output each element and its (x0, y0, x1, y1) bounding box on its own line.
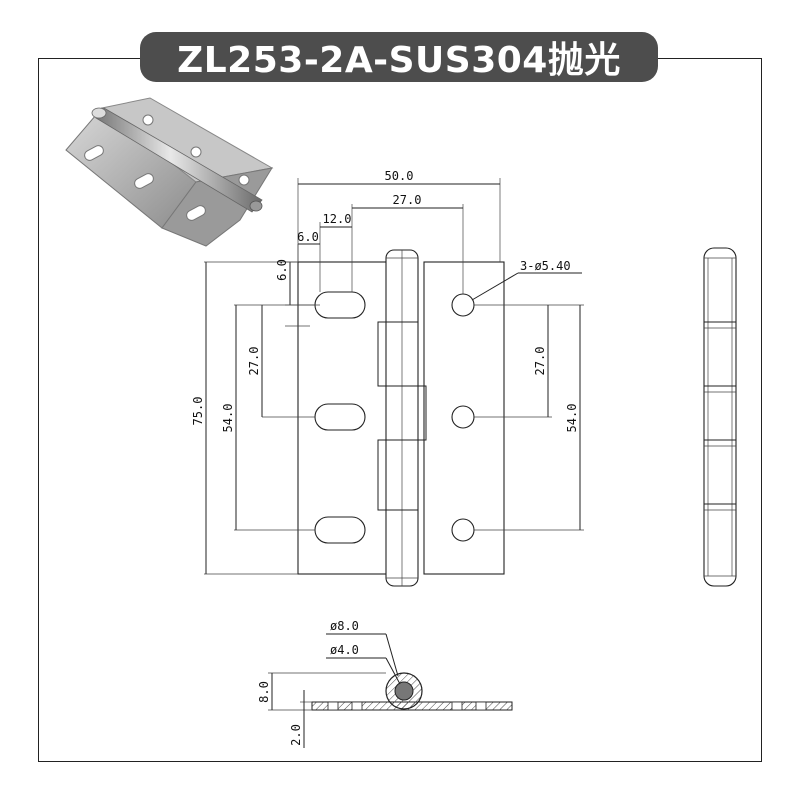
dim-overall-width: 50.0 (385, 169, 414, 183)
dim-pin-inner: ø4.0 (330, 643, 359, 657)
dim-leaf-thickness: 2.0 (289, 724, 303, 746)
dim-slot-length: 12.0 (323, 212, 352, 226)
dim-slot-edge: 6.0 (297, 230, 319, 244)
product-title: ZL253-2A-SUS304抛光 (140, 32, 658, 82)
hole-top (451, 293, 475, 317)
hole-middle (451, 405, 475, 429)
slot-top (314, 291, 366, 319)
dim-slot-top: 6.0 (275, 259, 289, 281)
front-view (204, 178, 584, 587)
dim-hole-offset: 27.0 (393, 193, 422, 207)
dim-knuckle-height: 8.0 (257, 681, 271, 703)
dim-pitch-right: 27.0 (533, 347, 547, 376)
slot-bottom (314, 516, 366, 544)
hinge-photo (65, 97, 274, 247)
dim-span-left: 54.0 (221, 404, 235, 433)
slot-middle (314, 403, 366, 431)
dim-span-right: 54.0 (565, 404, 579, 433)
hole-bottom (451, 518, 475, 542)
side-view (703, 247, 737, 587)
dim-hole-spec: 3-ø5.40 (520, 259, 571, 273)
dim-pin-outer: ø8.0 (330, 619, 359, 633)
dim-pitch-left: 27.0 (247, 347, 261, 376)
dim-height: 75.0 (191, 397, 205, 426)
section-view (268, 633, 513, 748)
